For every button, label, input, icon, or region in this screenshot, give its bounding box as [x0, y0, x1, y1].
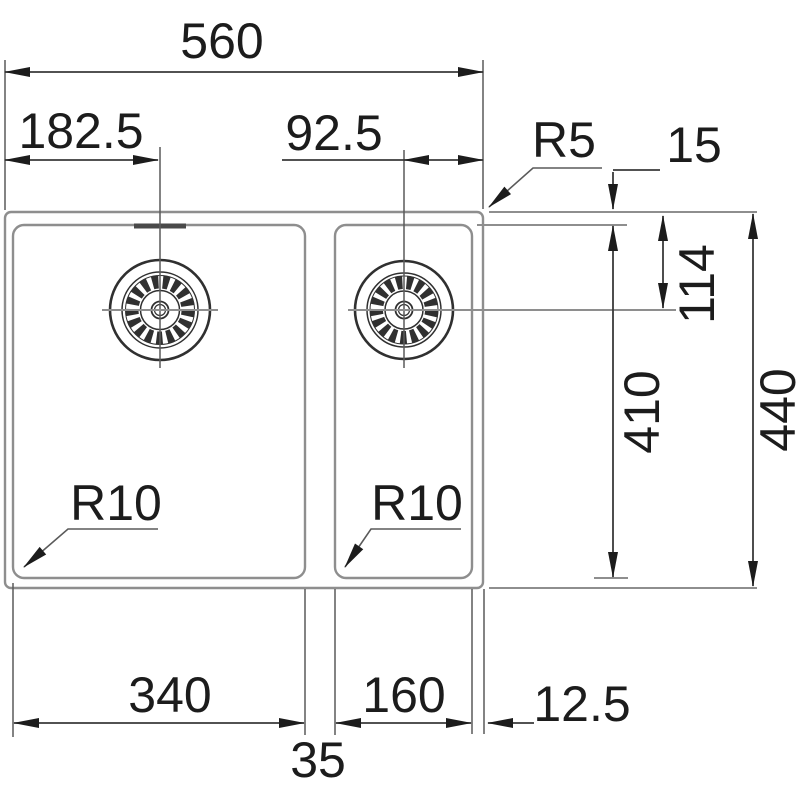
extension-lines: [4, 60, 757, 737]
label-right-bowl-width: 160: [362, 667, 445, 723]
label-left-bowl-corner-radius: R10: [70, 475, 162, 531]
sink-outer-edge: [3, 210, 485, 590]
label-overall-length: 440: [750, 368, 800, 451]
leader-r10-right: [344, 528, 461, 568]
label-left-drain-offset: 182.5: [18, 103, 143, 159]
label-left-bowl-width: 340: [128, 667, 211, 723]
leader-lines: [23, 167, 602, 568]
sink-outline: [3, 210, 485, 590]
dimension-labels: 560 182.5 92.5 R5 15 114 410 440 R10 R10…: [18, 13, 800, 788]
label-drain-center-depth: 114: [669, 244, 725, 324]
label-right-margin: 12.5: [533, 676, 630, 732]
dimension-lines: [4, 67, 758, 728]
label-right-drain-offset: 92.5: [285, 105, 382, 161]
leader-r5: [488, 167, 602, 208]
label-bowl-length: 410: [614, 370, 670, 453]
label-right-bowl-corner-radius: R10: [371, 475, 463, 531]
label-top-corner-radius: R5: [532, 112, 596, 168]
label-divider-width: 35: [290, 732, 346, 788]
leader-r10-left: [23, 528, 158, 568]
label-total-width: 560: [180, 13, 263, 69]
label-rim-width: 15: [666, 117, 722, 173]
